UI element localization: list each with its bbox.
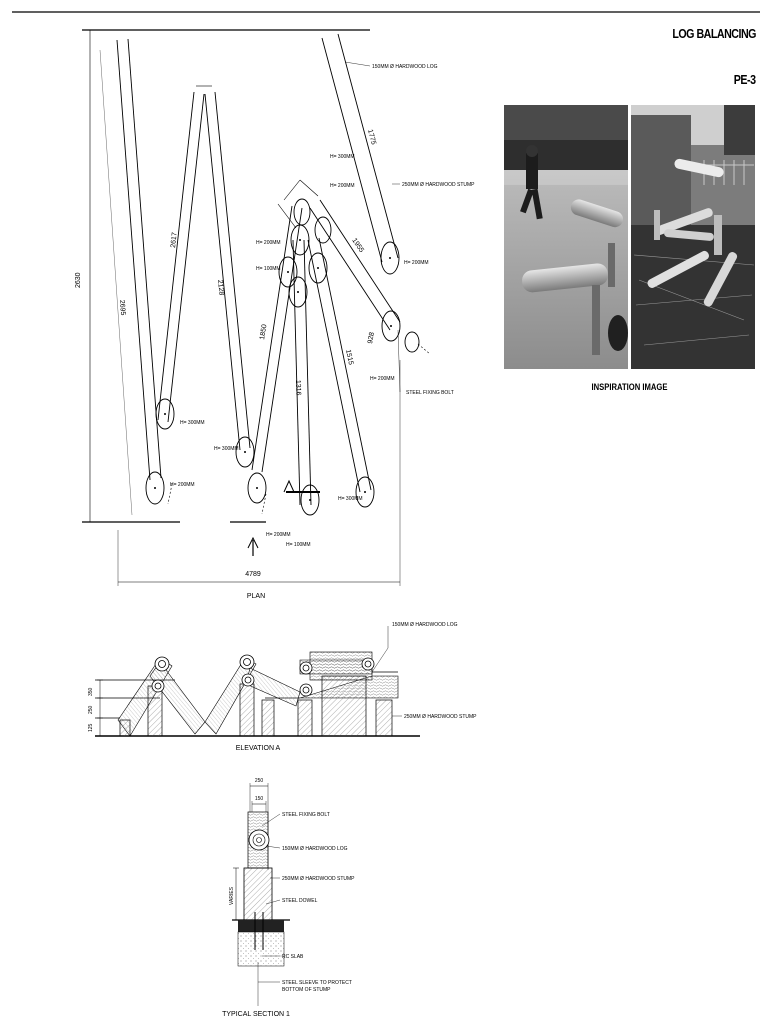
svg-text:1316: 1316 — [294, 380, 302, 396]
svg-text:1955: 1955 — [350, 237, 365, 254]
plan-title: PLAN — [247, 593, 265, 600]
svg-text:H= 200MM: H= 200MM — [256, 240, 281, 246]
plan-log-2 — [157, 91, 205, 423]
sheet-code: PE-3 — [734, 72, 756, 87]
plan-overall-height: 2630 — [75, 272, 82, 288]
svg-text:250MM Ø HARDWOOD STUMP: 250MM Ø HARDWOOD STUMP — [282, 876, 355, 882]
plan-log-1 — [116, 38, 162, 481]
plan-log-5 — [292, 239, 312, 506]
svg-text:H= 200MM: H= 200MM — [404, 260, 429, 266]
section-title: TYPICAL SECTION 1 — [222, 1011, 290, 1018]
svg-text:150: 150 — [255, 796, 264, 802]
svg-text:150MM Ø HARDWOOD LOG: 150MM Ø HARDWOOD LOG — [392, 622, 458, 628]
svg-text:1850: 1850 — [259, 324, 268, 341]
elevation-annotations: 350 250 125 150MM Ø HARDWOOD LOG 250MM Ø… — [88, 622, 477, 752]
svg-text:150MM Ø HARDWOOD LOG: 150MM Ø HARDWOOD LOG — [372, 64, 438, 70]
section-marker — [283, 479, 320, 493]
svg-text:250MM Ø HARDWOOD STUMP: 250MM Ø HARDWOOD STUMP — [404, 714, 477, 720]
inspiration-caption: INSPIRATION IMAGE — [591, 382, 668, 392]
svg-text:STEEL FIXING BOLT: STEEL FIXING BOLT — [406, 390, 454, 396]
svg-text:H= 200MM: H= 200MM — [330, 183, 355, 189]
elevation-title: ELEVATION A — [236, 745, 281, 752]
svg-text:250: 250 — [88, 705, 94, 714]
photo-left — [504, 105, 628, 369]
plan-log-3 — [204, 91, 251, 451]
svg-text:928: 928 — [367, 332, 376, 345]
elevation-log-ends — [151, 654, 375, 697]
plan-stumps — [145, 198, 420, 516]
svg-text:250: 250 — [255, 778, 264, 784]
plan-log-6 — [307, 237, 372, 493]
svg-text:250MM Ø HARDWOOD STUMP: 250MM Ø HARDWOOD STUMP — [402, 182, 475, 188]
svg-text:2695: 2695 — [118, 300, 126, 316]
svg-text:150MM Ø HARDWOOD LOG: 150MM Ø HARDWOOD LOG — [282, 846, 348, 852]
svg-text:H= 200MM: H= 200MM — [170, 482, 195, 488]
svg-text:H= 200MM: H= 200MM — [370, 376, 395, 382]
plan-overall-width: 4789 — [245, 571, 261, 578]
svg-text:H= 100MM: H= 100MM — [286, 542, 311, 548]
plan-log-4 — [251, 205, 303, 473]
svg-text:BOTTOM OF STUMP: BOTTOM OF STUMP — [282, 987, 331, 993]
svg-text:350: 350 — [88, 687, 94, 696]
plan-annotations: 2630 4789 PLAN 2695 2617 2128 1850 1316 … — [75, 61, 475, 600]
svg-text:VARIES: VARIES — [229, 886, 235, 905]
svg-text:H= 300MM: H= 300MM — [214, 446, 239, 452]
elevation-marker — [247, 536, 259, 556]
plan-log-7 — [309, 199, 401, 331]
svg-text:1775: 1775 — [366, 129, 377, 146]
plan-log-8 — [321, 33, 399, 263]
svg-text:2617: 2617 — [170, 232, 179, 248]
svg-text:RC SLAB: RC SLAB — [282, 954, 304, 960]
svg-text:STEEL DOWEL: STEEL DOWEL — [282, 898, 318, 904]
inspiration-photos — [504, 105, 755, 369]
svg-text:H= 300MM: H= 300MM — [180, 420, 205, 426]
plan-view — [82, 29, 431, 586]
svg-text:STEEL FIXING BOLT: STEEL FIXING BOLT — [282, 812, 330, 818]
svg-text:STEEL SLEEVE TO PROTECT: STEEL SLEEVE TO PROTECT — [282, 980, 352, 986]
section-annotations: 250 150 VARIES STEEL FIXING BOLT 150MM Ø… — [222, 778, 355, 1018]
svg-text:125: 125 — [88, 723, 94, 732]
svg-text:H= 100MM: H= 100MM — [256, 266, 281, 272]
svg-text:H= 200MM: H= 200MM — [266, 532, 291, 538]
svg-text:H= 300MM: H= 300MM — [338, 496, 363, 502]
section-view — [232, 783, 290, 1006]
svg-text:2128: 2128 — [216, 279, 225, 295]
svg-text:1515: 1515 — [344, 349, 354, 366]
elevation-stumps — [119, 675, 393, 737]
svg-text:H= 300MM: H= 300MM — [330, 154, 355, 160]
sheet-title: LOG BALANCING — [672, 26, 756, 41]
elevation-view — [95, 626, 420, 737]
photo-right — [631, 105, 755, 369]
